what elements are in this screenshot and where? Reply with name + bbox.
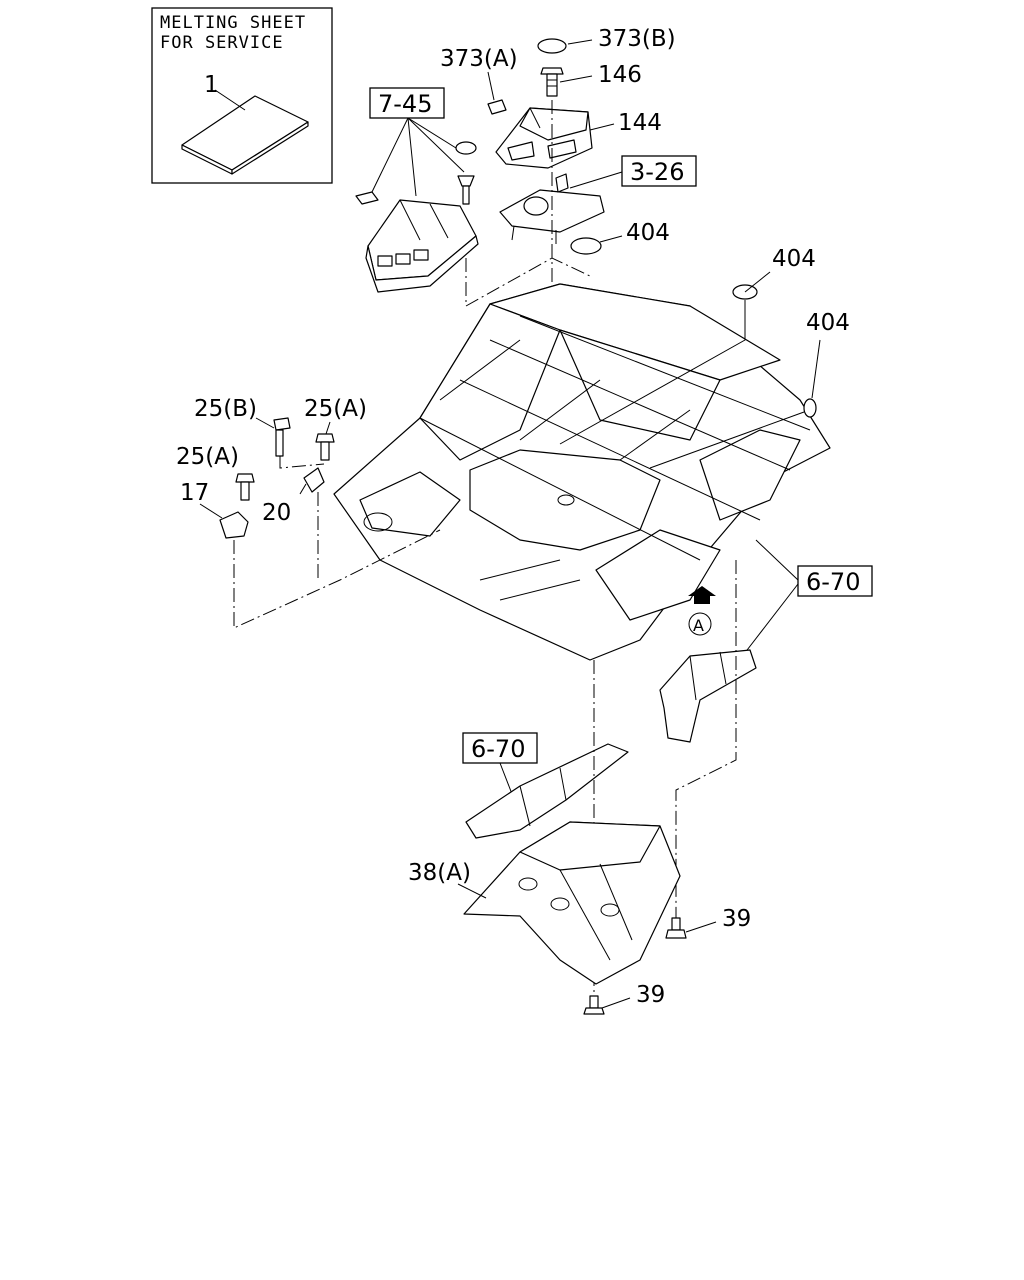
console-bracket-144: [495, 107, 593, 169]
ref-3-26: 3-26: [630, 158, 684, 186]
rail-6-70-left: 6-70: [462, 732, 629, 839]
callout-20: 20: [262, 500, 291, 526]
melting-sheet-inset: MELTING SHEET FOR SERVICE 1: [151, 7, 333, 184]
bolt-25b: [273, 417, 291, 431]
pad-373a: [487, 99, 507, 115]
callout-17: 17: [180, 480, 209, 506]
floor-panel: [333, 283, 831, 661]
callout-373a: 373(A): [440, 46, 518, 72]
console-assembly: 373(B) 146 373(A) 144: [440, 26, 697, 255]
callout-146: 146: [598, 62, 642, 88]
assembly-7-45: 7-45: [355, 87, 479, 293]
bolt-25a-top: [315, 433, 335, 443]
view-a-indicator: A: [688, 586, 716, 636]
callout-373b: 373(B): [598, 26, 676, 52]
ref-7-45: 7-45: [378, 90, 432, 118]
callout-25a-left: 25(A): [176, 444, 239, 470]
left-fasteners: 25(B) 25(A) 25(A) 17 20: [176, 396, 441, 629]
callout-144: 144: [618, 110, 662, 136]
tray-part: [365, 199, 479, 293]
cap-373b: [537, 38, 567, 54]
bolt-25a-left: [235, 473, 255, 483]
cover-38a: [463, 821, 681, 985]
ref-box-6-70-right: [797, 565, 873, 597]
bracket-17: [219, 511, 249, 539]
callout-1: 1: [204, 72, 219, 98]
callout-25b: 25(B): [194, 396, 257, 422]
ref-6-70-left: 6-70: [471, 735, 525, 763]
view-a-label: A: [693, 616, 704, 635]
callout-404-c: 404: [806, 310, 850, 336]
grommet-404-c: [803, 398, 817, 418]
callout-38a: 38(A): [408, 860, 471, 886]
callout-39-bottom: 39: [636, 982, 665, 1008]
bracket-20: [303, 467, 325, 493]
mechanism-3-26: [499, 173, 605, 244]
inset-title-line2: FOR SERVICE: [160, 33, 284, 53]
callout-404-b: 404: [772, 246, 816, 272]
bolt-39-bottom: [583, 995, 605, 1015]
rail-6-70-right: 6-70: [659, 539, 873, 743]
bolt-39-right: [665, 917, 687, 939]
inset-title-line1: MELTING SHEET: [160, 13, 306, 33]
ref-box-7-45: [369, 87, 445, 119]
ref-6-70-right: 6-70: [806, 568, 860, 596]
callout-39-right: 39: [722, 906, 751, 932]
ref-box-3-26: [621, 155, 697, 187]
grommet-404-a: [570, 237, 602, 255]
callout-25a-top: 25(A): [304, 396, 367, 422]
callout-404-a: 404: [626, 220, 670, 246]
bolt-146: [540, 67, 564, 97]
